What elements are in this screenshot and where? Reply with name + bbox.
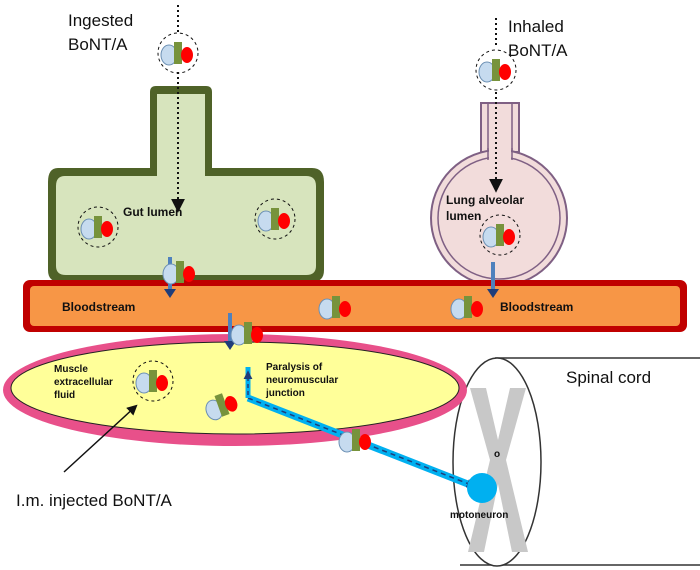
inhaled-label-line1: Inhaled — [508, 17, 564, 36]
injection-arrow — [63, 404, 138, 473]
airway — [480, 102, 520, 153]
lung-label-line1: Lung alveolar — [446, 193, 524, 207]
toxin-blood-1 — [318, 296, 351, 320]
spinal-cord-label: Spinal cord — [566, 368, 651, 387]
muscle-label-line3: fluid — [54, 390, 75, 401]
ingested-label-line1: Ingested — [68, 11, 133, 30]
spinal-cord — [452, 357, 700, 567]
gut — [48, 86, 324, 282]
toxin-ingested — [157, 32, 199, 74]
motoneuron-label: motoneuron — [450, 510, 508, 521]
paralysis-label-line2: neuromuscular — [266, 375, 338, 386]
inhaled-label-line2: BoNT/A — [508, 41, 568, 60]
muscle-label-line1: Muscle — [54, 364, 88, 375]
grey-matter-x — [468, 388, 528, 552]
motoneuron-cell-body — [467, 473, 497, 503]
lung-label-line2: lumen — [446, 209, 481, 223]
toxin-blood-2 — [450, 296, 483, 320]
toxin-lung — [479, 214, 521, 256]
paralysis-label-line3: junction — [265, 388, 305, 399]
lung — [430, 102, 568, 287]
muscle-label-line2: extracellular — [54, 377, 113, 388]
toxin-axon — [338, 429, 371, 453]
injected-label: I.m. injected BoNT/A — [16, 491, 173, 510]
neuron-o-label: o — [494, 449, 500, 460]
bloodstream-label-left: Bloodstream — [62, 300, 135, 314]
gut-lumen-area — [56, 94, 316, 275]
toxin-gut-right — [254, 198, 296, 240]
paralysis-label-line1: Paralysis of — [266, 362, 323, 373]
toxin-inhaled — [475, 49, 517, 91]
toxin-gut-left — [77, 206, 119, 248]
ingested-label-line2: BoNT/A — [68, 35, 128, 54]
muscle — [3, 334, 467, 446]
muscle-extracellular-space — [10, 341, 460, 435]
toxin-blood-to-muscle — [230, 322, 263, 346]
toxin-muscle — [132, 360, 174, 402]
bloodstream — [23, 280, 687, 332]
toxin-crossing-gut — [162, 261, 195, 285]
blood-area — [30, 286, 680, 326]
toxin-nmj — [205, 393, 238, 421]
bloodstream-label-right: Bloodstream — [500, 300, 573, 314]
gut-lumen-label: Gut lumen — [123, 205, 182, 219]
